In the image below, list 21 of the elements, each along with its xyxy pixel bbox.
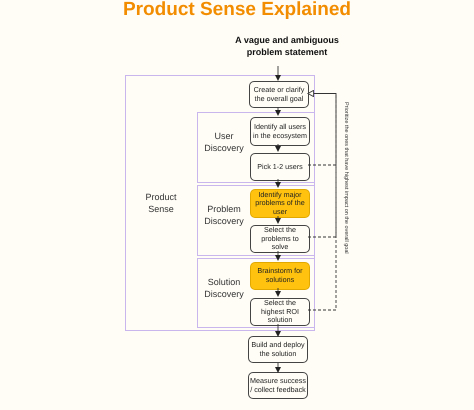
arrow [275, 106, 281, 116]
group-label: User Discovery [203, 130, 245, 154]
title: Product Sense Explained [122, 0, 352, 21]
group-panel [197, 258, 315, 328]
arrow [275, 178, 281, 188]
arrow [275, 288, 281, 297]
group-panel [197, 112, 315, 183]
arrow [275, 250, 281, 261]
dashed-arrow [308, 90, 336, 238]
arrow [275, 66, 281, 81]
arrow [275, 362, 281, 373]
arrow [275, 144, 281, 152]
group-label: Problem Discovery [203, 203, 245, 228]
group-panel [125, 75, 315, 331]
group-label: Product Sense [144, 191, 178, 216]
dashed-arrow [308, 90, 336, 310]
arrow [275, 324, 281, 337]
group-label: Solution Discovery [203, 276, 245, 300]
problem-statement: A vague and ambiguous problem statement [232, 28, 342, 66]
group-panel [197, 185, 315, 256]
arrow [275, 216, 281, 224]
